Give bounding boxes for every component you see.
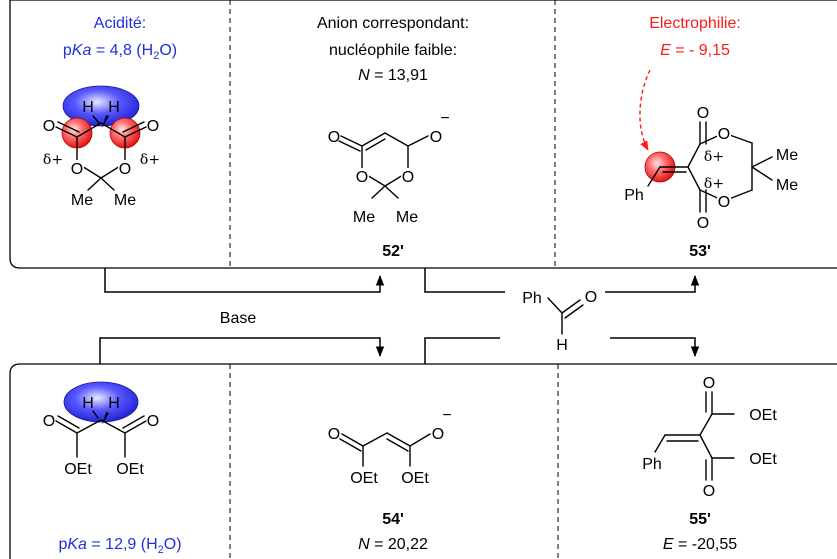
svg-text:Me: Me (114, 192, 136, 209)
acidic-protons-highlight (62, 85, 140, 127)
svg-text:O: O (718, 126, 730, 143)
svg-text:−: − (442, 407, 451, 424)
svg-text:O: O (71, 161, 83, 178)
svg-text:O: O (703, 483, 715, 500)
svg-text:O: O (119, 161, 131, 178)
svg-text:O: O (43, 118, 55, 135)
svg-text:O: O (432, 426, 444, 443)
svg-text:OEt: OEt (749, 451, 777, 468)
anion-54-nucleophilicity: N = 20,22 (358, 536, 428, 553)
electrophilic-attack-arrow (639, 69, 651, 151)
benzylidene-malonate-55-structure: Ph O OEt O OEt (642, 375, 777, 500)
svg-text:δ+: δ+ (704, 149, 724, 165)
svg-text:O: O (697, 105, 709, 122)
svg-text:H: H (108, 395, 120, 412)
svg-text:O: O (356, 169, 368, 186)
svg-text:O: O (718, 194, 730, 211)
anion-nucleophilicity: N = 13,91 (358, 67, 428, 84)
svg-text:O: O (697, 215, 709, 232)
base-label: Base (220, 310, 257, 327)
anion-description-line2: nucléophile faible: (329, 42, 457, 59)
svg-text:O: O (430, 129, 442, 146)
compound-label-55: 55' (689, 511, 711, 528)
product-55-electrophilicity: E = -20,55 (663, 536, 737, 553)
svg-text:H: H (108, 99, 120, 116)
bottom-panel-frame (9, 363, 837, 559)
acidic-protons-highlight-bottom (63, 381, 139, 423)
svg-text:O: O (43, 413, 55, 430)
top-panel-frame (9, 0, 837, 269)
svg-text:Ph: Ph (642, 456, 662, 473)
compound-label-54: 54' (382, 511, 404, 528)
reaction-arrows (99, 268, 700, 364)
svg-text:δ+: δ+ (704, 176, 724, 192)
electrophilie-value: E = - 9,15 (660, 42, 730, 59)
svg-text:O: O (585, 289, 597, 306)
svg-text:OEt: OEt (116, 461, 144, 478)
svg-text:O: O (147, 413, 159, 430)
anion-54-structure: O O − OEt OEt (328, 407, 452, 487)
svg-text:OEt: OEt (749, 407, 777, 424)
svg-text:O: O (703, 375, 715, 392)
svg-text:Me: Me (396, 209, 418, 226)
acidity-title: Acidité: (94, 15, 146, 32)
diethyl-malonate-structure: H H O O OEt OEt (43, 381, 159, 478)
svg-text:δ+: δ+ (140, 152, 160, 168)
anion-52-structure: O O − O O Me Me (328, 110, 450, 226)
svg-text:O: O (147, 118, 159, 135)
svg-text:H: H (82, 99, 94, 116)
svg-text:Me: Me (353, 209, 375, 226)
electrophilie-title: Electrophilie: (649, 15, 741, 32)
svg-text:Ph: Ph (522, 290, 542, 307)
svg-text:δ+: δ+ (43, 152, 63, 168)
benzaldehyde-structure: Ph O H (522, 289, 597, 354)
meldrums-acid-structure: H H O O δ+ δ+ O O Me Me (43, 85, 160, 209)
alkylidene-53-structure: Ph O O O O δ+ δ+ Me Me (624, 69, 798, 232)
svg-text:Me: Me (776, 147, 798, 164)
svg-text:OEt: OEt (64, 461, 92, 478)
svg-text:OEt: OEt (401, 470, 429, 487)
svg-text:H: H (82, 395, 94, 412)
svg-text:Me: Me (71, 192, 93, 209)
svg-text:Ph: Ph (624, 187, 644, 204)
svg-text:−: − (440, 110, 449, 127)
svg-text:O: O (328, 426, 340, 443)
svg-text:O: O (328, 129, 340, 146)
anion-description-line1: Anion correspondant: (317, 15, 469, 32)
svg-text:H: H (556, 337, 568, 354)
svg-text:OEt: OEt (350, 470, 378, 487)
malonate-pka: pKa = 12,9 (H2O) (58, 536, 181, 556)
compound-label-52: 52' (382, 243, 404, 260)
acidity-pka: pKa = 4,8 (H2O) (63, 42, 177, 62)
svg-text:Me: Me (776, 177, 798, 194)
svg-text:O: O (402, 169, 414, 186)
compound-label-53: 53' (689, 243, 711, 260)
